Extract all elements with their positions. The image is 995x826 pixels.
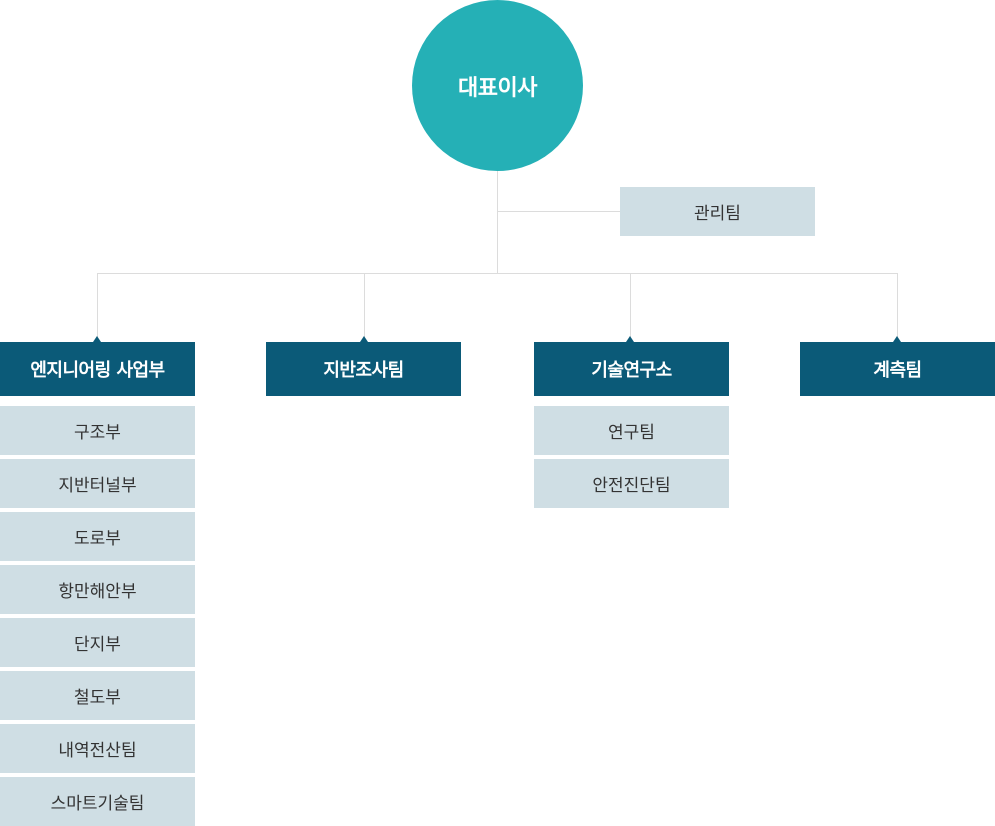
team-node: 단지부 xyxy=(0,618,195,667)
team-node: 철도부 xyxy=(0,671,195,720)
department-horizontal-connector xyxy=(97,273,898,274)
management-connector xyxy=(497,211,620,212)
team-node: 스마트기술팀 xyxy=(0,777,195,826)
management-team-node: 관리팀 xyxy=(620,187,815,236)
team-node: 안전진단팀 xyxy=(534,459,729,508)
department-1-arrow-icon xyxy=(93,336,101,342)
department-1-connector xyxy=(97,273,98,337)
team-node: 내역전산팀 xyxy=(0,724,195,773)
department-measurement: 계측팀 xyxy=(800,342,995,396)
department-research-institute: 기술연구소 xyxy=(534,342,729,396)
department-4-connector xyxy=(897,273,898,337)
department-2-arrow-icon xyxy=(360,336,368,342)
department-engineering: 엔지니어링 사업부 xyxy=(0,342,195,396)
department-3-arrow-icon xyxy=(626,336,634,342)
team-node: 연구팀 xyxy=(534,406,729,455)
ceo-vertical-connector xyxy=(497,171,498,273)
department-4-arrow-icon xyxy=(893,336,901,342)
team-node: 지반터널부 xyxy=(0,459,195,508)
department-2-connector xyxy=(364,273,365,337)
department-ground-survey: 지반조사팀 xyxy=(266,342,461,396)
department-3-connector xyxy=(630,273,631,337)
team-node: 도로부 xyxy=(0,512,195,561)
ceo-node: 대표이사 xyxy=(412,0,583,171)
team-node: 구조부 xyxy=(0,406,195,455)
team-node: 항만해안부 xyxy=(0,565,195,614)
